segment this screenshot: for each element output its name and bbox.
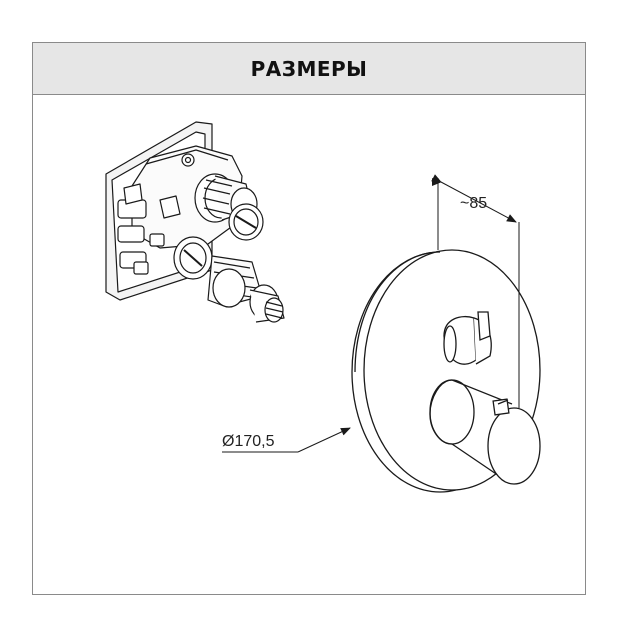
depth-label: ~85 xyxy=(460,195,487,212)
valve-body-illustration xyxy=(105,121,285,323)
diameter-dimension xyxy=(222,427,351,453)
diverter-lever xyxy=(443,311,492,365)
leader-arrow xyxy=(297,427,351,453)
thermostat-knob xyxy=(429,379,541,485)
dimension-line-depth xyxy=(431,174,517,223)
faceplate-illustration xyxy=(351,249,541,493)
panel-header: РАЗМЕРЫ xyxy=(33,43,585,95)
panel-title: РАЗМЕРЫ xyxy=(250,56,368,81)
diameter-label: Ø170,5 xyxy=(222,433,275,450)
depth-dimension xyxy=(431,174,520,408)
